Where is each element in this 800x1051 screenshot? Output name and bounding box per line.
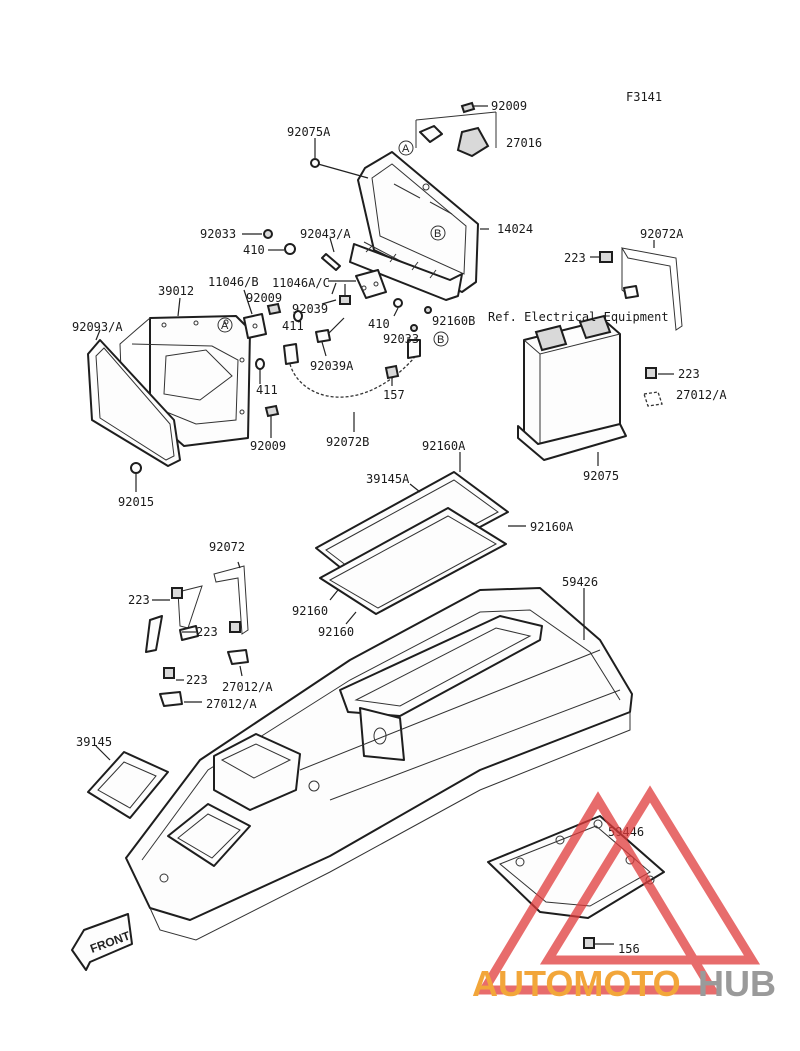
bolt-92039 xyxy=(339,284,351,305)
marker-b-right: B xyxy=(433,331,449,347)
gasket-set-39145A xyxy=(315,471,509,615)
hold-down-strap-92072 xyxy=(145,565,249,653)
gasket-92093A xyxy=(87,339,181,467)
grommet-92075A xyxy=(310,158,320,168)
nut-27012A-l2 xyxy=(159,691,183,707)
label-92033-mid: 92033 xyxy=(383,332,419,346)
label-92015: 92015 xyxy=(118,495,154,509)
bolt-92039A xyxy=(315,317,345,357)
label-92072A: 92072A xyxy=(640,227,684,241)
screw-92009-low xyxy=(264,404,280,438)
washer-411-a xyxy=(293,310,303,322)
hull-59426 xyxy=(125,587,633,941)
marker-b-top: B xyxy=(430,225,446,241)
label-92009-low: 92009 xyxy=(250,439,286,453)
label-27012A-r: 27012/A xyxy=(676,388,727,402)
label-92043A: 92043/A xyxy=(300,227,351,241)
intake-box-39012 xyxy=(119,315,251,447)
label-223-l3: 223 xyxy=(186,673,208,687)
bracket-11046AC xyxy=(355,269,387,299)
bolt-157 xyxy=(384,364,400,386)
screw-223-r1 xyxy=(599,251,613,263)
label-411-a: 411 xyxy=(282,319,304,333)
washer-410-mid xyxy=(393,298,403,308)
watermark-logo xyxy=(476,785,761,995)
label-92039: 92039 xyxy=(292,302,328,316)
screw-223-l2 xyxy=(229,621,241,633)
diagram-code: F3141 xyxy=(626,90,662,104)
nut-92160B xyxy=(424,306,432,314)
screw-92009-top xyxy=(460,101,488,114)
label-27012A-l2: 27012/A xyxy=(206,697,257,711)
screw-223-r2 xyxy=(645,367,657,379)
label-92160-b: 92160 xyxy=(318,625,354,639)
label-92160A-top: 92160A xyxy=(422,439,466,453)
label-92160B: 92160B xyxy=(432,314,475,328)
label-27016: 27016 xyxy=(506,136,542,150)
label-92033-left: 92033 xyxy=(200,227,236,241)
nut-27012A-r xyxy=(643,391,663,407)
label-39145A: 39145A xyxy=(366,472,410,486)
nut-92033-mid xyxy=(410,324,418,332)
marker-a-left: A xyxy=(217,317,233,333)
label-39012: 39012 xyxy=(158,284,194,298)
ground-strap-92072B xyxy=(283,339,421,432)
label-59426: 59426 xyxy=(562,575,598,589)
label-411-b: 411 xyxy=(256,383,278,397)
label-223-r1: 223 xyxy=(564,251,586,265)
screw-223-l3 xyxy=(163,667,175,679)
screw-223-l1 xyxy=(171,587,183,599)
battery-92075 xyxy=(517,314,627,461)
latch-knobs-27016 xyxy=(415,111,497,158)
label-11046B: 11046/B xyxy=(208,275,259,289)
washer-411-b xyxy=(255,358,265,370)
svg-text:B: B xyxy=(437,334,444,346)
label-11046AC: 11046A/C xyxy=(272,276,330,290)
reference-electrical-equipment: Ref. Electrical Equipment xyxy=(488,310,669,324)
washer-410-left xyxy=(284,243,296,255)
label-14024: 14024 xyxy=(497,222,533,236)
bolt-156 xyxy=(583,937,614,949)
hood-lid-14024 xyxy=(357,151,479,293)
label-92039A: 92039A xyxy=(310,359,354,373)
label-92009-top: 92009 xyxy=(491,99,527,113)
label-157: 157 xyxy=(383,388,405,402)
watermark-text: AUTOMOTO HUB xyxy=(472,963,776,1004)
nut-92033-left xyxy=(263,229,273,239)
plug-92015 xyxy=(130,462,142,474)
label-27012A-l1: 27012/A xyxy=(222,680,273,694)
svg-text:AUTOMOTO: AUTOMOTO xyxy=(472,963,681,1004)
screw-92009-mid xyxy=(266,302,282,316)
battery-strap-92072A xyxy=(621,247,683,331)
label-92072: 92072 xyxy=(209,540,245,554)
label-92009-mid: 92009 xyxy=(246,291,282,305)
svg-text:HUB: HUB xyxy=(698,963,776,1004)
label-92160-a: 92160 xyxy=(292,604,328,618)
nut-27012A-l1 xyxy=(227,649,249,665)
gasket-39145 xyxy=(87,751,169,819)
clip-11046B xyxy=(243,313,267,339)
label-223-l1: 223 xyxy=(128,593,150,607)
label-92093A: 92093/A xyxy=(72,320,123,334)
front-arrow: FRONT xyxy=(71,913,133,971)
label-92075A: 92075A xyxy=(287,125,331,139)
latch-rail-92043A xyxy=(321,243,463,301)
label-92075: 92075 xyxy=(583,469,619,483)
marker-a-top: A xyxy=(398,140,414,156)
label-223-l2: 223 xyxy=(196,625,218,639)
label-92072B: 92072B xyxy=(326,435,369,449)
label-39145: 39145 xyxy=(76,735,112,749)
label-223-r2: 223 xyxy=(678,367,700,381)
svg-text:A: A xyxy=(402,143,410,155)
label-92160A-right: 92160A xyxy=(530,520,574,534)
label-410-mid: 410 xyxy=(368,317,390,331)
label-410-left: 410 xyxy=(243,243,265,257)
svg-text:B: B xyxy=(434,228,441,240)
svg-text:A: A xyxy=(221,320,229,332)
label-156: 156 xyxy=(618,942,640,956)
